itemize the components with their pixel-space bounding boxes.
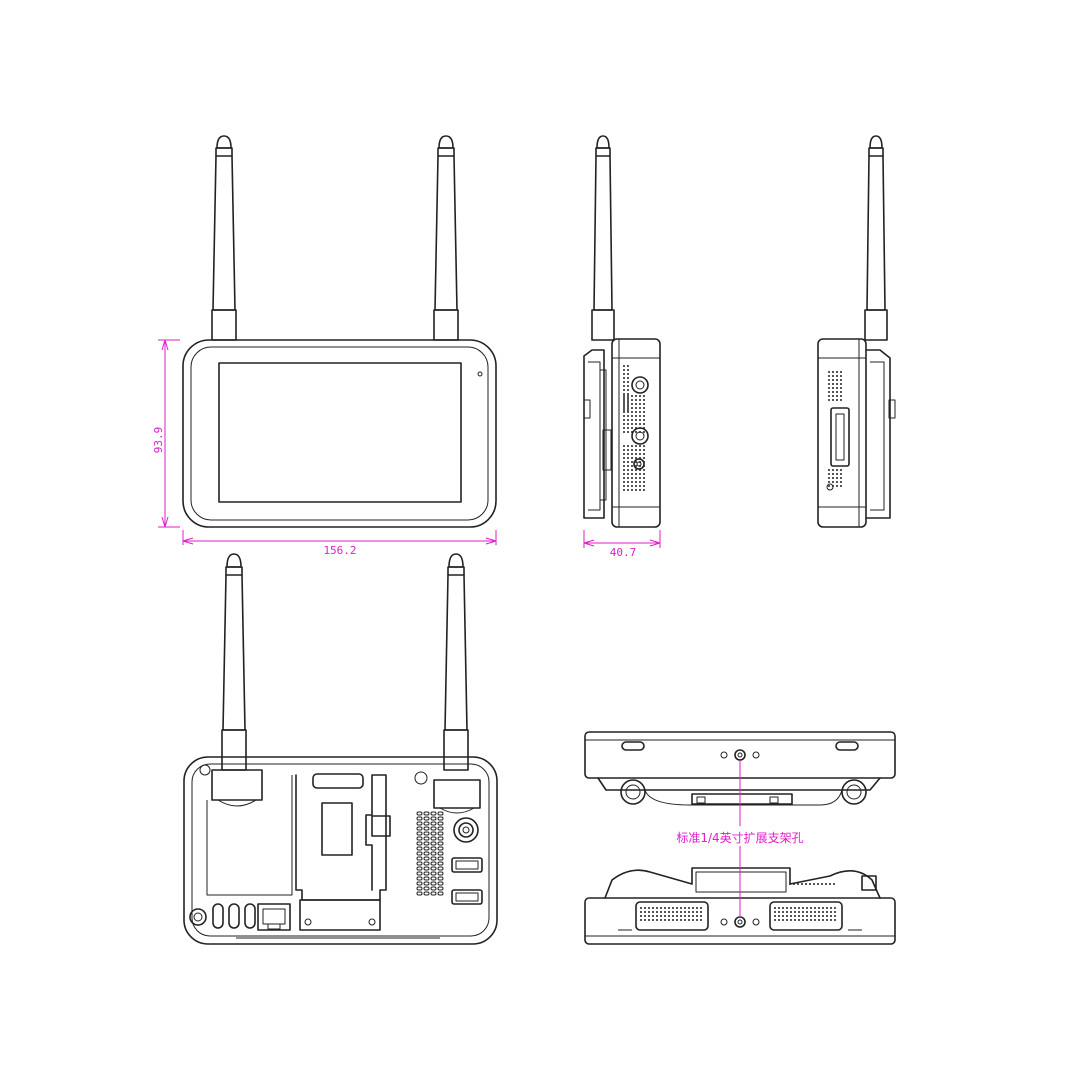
rear-body <box>183 756 498 945</box>
side-left-vents <box>623 365 645 491</box>
height-dimension: 93.9 <box>152 339 180 528</box>
rear-vents <box>416 811 444 896</box>
rear-antenna-left <box>221 553 247 771</box>
height-label: 93.9 <box>152 427 165 454</box>
front-view: 93.9 156.2 <box>152 135 497 557</box>
side-right-antenna <box>864 135 888 341</box>
bottom-vents <box>640 883 836 921</box>
mount-hole-label: 标准1/4英寸扩展支架孔 <box>676 831 803 845</box>
width-dimension: 156.2 <box>182 530 497 557</box>
depth-dimension: 40.7 <box>583 530 661 559</box>
rear-view <box>183 553 498 945</box>
side-left-body <box>611 338 661 528</box>
front-body <box>182 339 497 528</box>
side-right-body <box>817 338 867 528</box>
mount-hole-annotation: 标准1/4英寸扩展支架孔 <box>676 760 804 917</box>
side-view-left: 40.7 <box>583 135 661 559</box>
front-screen <box>218 362 462 503</box>
rear-antenna-right <box>443 553 469 771</box>
front-led <box>477 371 483 377</box>
side-view-right <box>817 135 896 528</box>
side-left-antenna <box>591 135 615 341</box>
front-antenna-left <box>211 135 237 341</box>
bottom-view <box>584 867 896 945</box>
front-antenna-right <box>433 135 459 341</box>
side-right-vents <box>828 371 842 487</box>
depth-label: 40.7 <box>610 546 637 559</box>
width-label: 156.2 <box>323 544 356 557</box>
